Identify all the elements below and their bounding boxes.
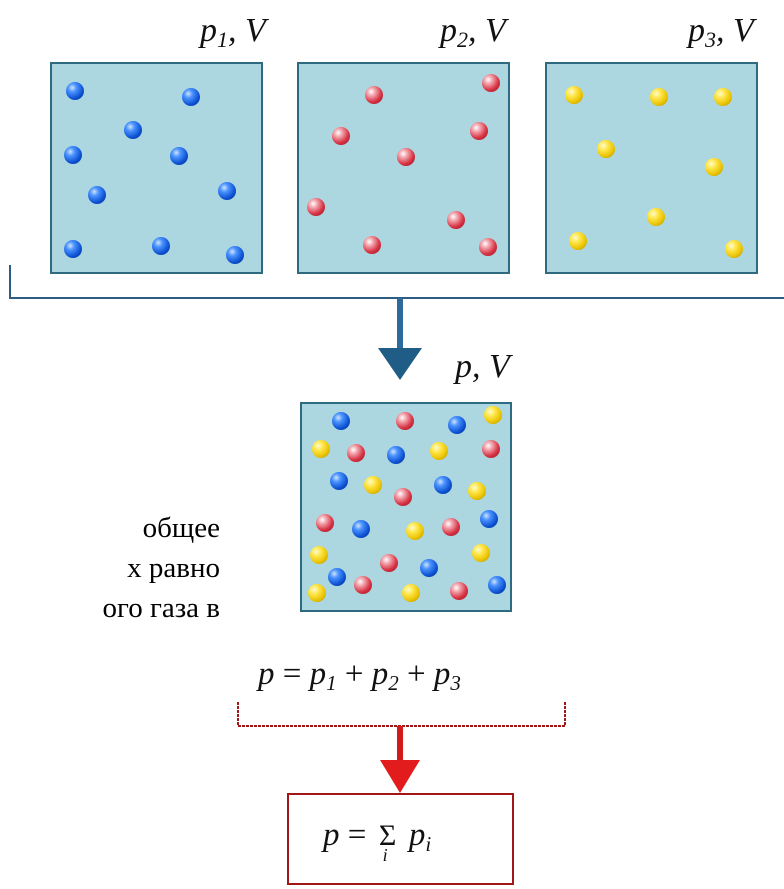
molecule: [396, 412, 414, 430]
molecule: [650, 88, 668, 106]
text-line: общее: [142, 512, 220, 544]
molecule: [480, 510, 498, 528]
molecule: [347, 444, 365, 462]
molecule: [470, 122, 488, 140]
molecule: [66, 82, 84, 100]
molecule: [468, 482, 486, 500]
molecule: [647, 208, 665, 226]
molecule: [484, 406, 502, 424]
molecule: [64, 240, 82, 258]
molecule: [218, 182, 236, 200]
gas-box-1: [50, 62, 263, 274]
label-box-2: p2, V: [440, 12, 506, 52]
label-box-3: p3, V: [688, 12, 754, 52]
top-arrow-head: [378, 348, 422, 380]
molecule: [402, 584, 420, 602]
partial-pressure-sum-formula: p = p1 + p2 + p3: [258, 656, 461, 695]
molecule: [364, 476, 382, 494]
molecule: [472, 544, 490, 562]
molecule: [64, 146, 82, 164]
molecule: [406, 522, 424, 540]
molecule: [447, 211, 465, 229]
sigma-index: i: [382, 845, 388, 865]
molecule: [448, 416, 466, 434]
molecule: [354, 576, 372, 594]
molecule: [310, 546, 328, 564]
molecule: [569, 232, 587, 250]
text-line: ого газа в: [102, 592, 220, 624]
molecule: [488, 576, 506, 594]
molecule: [725, 240, 743, 258]
gas-box-2: [297, 62, 510, 274]
molecule: [124, 121, 142, 139]
molecule: [420, 559, 438, 577]
molecule: [442, 518, 460, 536]
molecule: [380, 554, 398, 572]
molecule: [394, 488, 412, 506]
molecule: [397, 148, 415, 166]
red-bracket: [237, 702, 566, 727]
molecule: [328, 568, 346, 586]
molecule: [332, 412, 350, 430]
molecule: [152, 237, 170, 255]
molecule: [182, 88, 200, 106]
molecule: [363, 236, 381, 254]
molecule: [316, 514, 334, 532]
molecule: [312, 440, 330, 458]
molecule: [226, 246, 244, 264]
molecule: [352, 520, 370, 538]
label-mixture: p, V: [455, 348, 510, 385]
molecule: [450, 582, 468, 600]
description-text: общее х равно ого газа в: [0, 508, 220, 628]
molecule: [170, 147, 188, 165]
molecule: [705, 158, 723, 176]
molecule: [332, 127, 350, 145]
molecule: [482, 74, 500, 92]
molecule: [308, 584, 326, 602]
sigma-symbol: Σ: [378, 819, 397, 852]
molecule: [430, 442, 448, 460]
molecule: [714, 88, 732, 106]
dalton-law-box: p = Σ i pi: [287, 793, 514, 885]
molecule: [565, 86, 583, 104]
molecule: [387, 446, 405, 464]
red-arrow-head: [380, 760, 420, 793]
gas-mixture-box: [300, 402, 512, 612]
molecule: [434, 476, 452, 494]
dalton-law-formula: p = Σ i pi: [323, 817, 432, 865]
molecule: [88, 186, 106, 204]
molecule: [479, 238, 497, 256]
top-bracket: [9, 265, 784, 299]
molecule: [597, 140, 615, 158]
label-box-1: p1, V: [200, 12, 266, 52]
molecule: [365, 86, 383, 104]
molecule: [307, 198, 325, 216]
molecule: [482, 440, 500, 458]
text-line: х равно: [127, 552, 220, 584]
molecule: [330, 472, 348, 490]
gas-box-3: [545, 62, 758, 274]
